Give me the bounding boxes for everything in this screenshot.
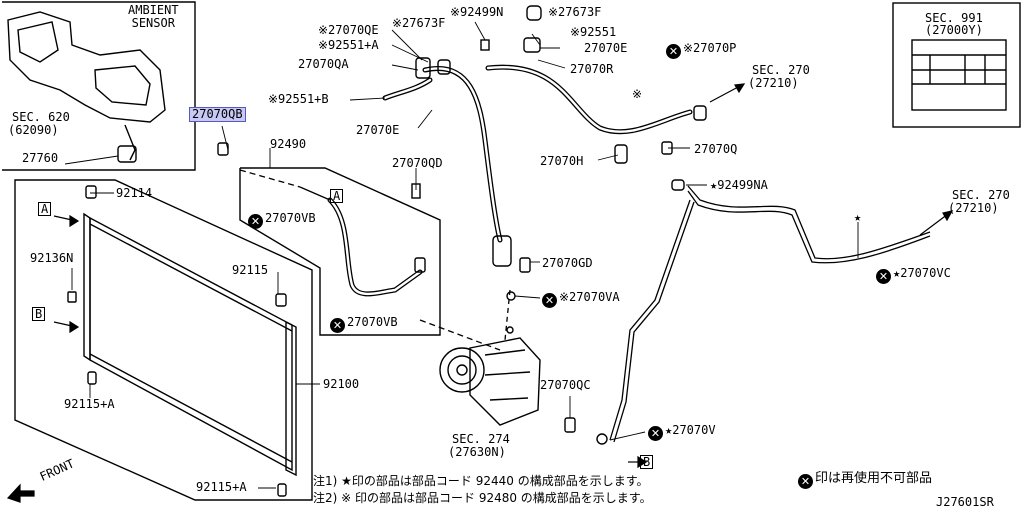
note-1: 注1) ★印の部品は部品コード 92440 の構成部品を示します。 <box>313 474 649 488</box>
part-27070QC[interactable]: 27070QC <box>540 378 591 392</box>
marker-b-bottom: B <box>640 455 654 469</box>
part-27070P[interactable]: ✕※27070P <box>666 42 736 59</box>
condenser-core <box>89 216 293 472</box>
sec-270-b-label[interactable]: SEC. 270 <box>952 188 1010 202</box>
bumper-bracket-drawing <box>7 11 166 123</box>
part-92551B[interactable]: ※92551+B <box>268 92 329 106</box>
non-reusable-icon: ✕ <box>876 269 891 284</box>
part-27070R[interactable]: 27070R <box>570 62 614 76</box>
part-27070VB-top[interactable]: ✕27070VB <box>248 212 316 229</box>
part-27070H[interactable]: 27070H <box>540 154 584 168</box>
part-27070GD[interactable]: 27070GD <box>542 256 593 270</box>
part-92115A-bottom[interactable]: 92115+A <box>196 480 247 494</box>
marker-a-left: A <box>38 202 52 216</box>
part-92100[interactable]: 92100 <box>323 377 360 391</box>
star-mark-1: ※ <box>632 87 643 101</box>
part-92136N[interactable]: 92136N <box>30 251 74 265</box>
non-reusable-icon: ✕ <box>542 293 557 308</box>
legend-non-reusable: ✕印は再使用不可部品 <box>798 472 932 489</box>
part-27673F-a[interactable]: ※27673F <box>392 16 446 30</box>
part-92115A-top[interactable]: 92115+A <box>64 397 115 411</box>
part-27070QD[interactable]: 27070QD <box>392 156 443 170</box>
part-92490[interactable]: 92490 <box>270 137 307 151</box>
note-2: 注2) ※ 印の部品は部品コード 92480 の構成部品を示します。 <box>313 491 652 505</box>
sec-991-code: (27000Y) <box>925 23 983 37</box>
suction-hose <box>422 66 503 243</box>
part-27070QB-highlighted[interactable]: 27070QB <box>189 107 246 122</box>
diagram-id: J27601SR <box>936 495 994 509</box>
sec-270-a-code: (27210) <box>748 76 799 90</box>
front-arrow <box>6 483 35 503</box>
non-reusable-icon: ✕ <box>648 426 663 441</box>
part-92551A[interactable]: ※92551+A <box>318 38 379 52</box>
part-27070V[interactable]: ✕★27070V <box>648 424 716 441</box>
non-reusable-icon: ✕ <box>248 214 263 229</box>
marker-b-left: B <box>32 307 46 321</box>
ambient-sensor-inset-frame <box>2 1 196 171</box>
sec-274-code: (27630N) <box>448 445 506 459</box>
part-27070QE[interactable]: ※27070QE <box>318 23 379 37</box>
sec-274-label[interactable]: SEC. 274 <box>452 432 510 446</box>
sec-270-b-code: (27210) <box>948 201 999 215</box>
part-27070E-a[interactable]: 27070E <box>584 41 628 55</box>
compressor-pulley <box>439 347 485 393</box>
condenser-frame <box>14 179 313 501</box>
ambient-sensor-label: AMBIENT SENSOR <box>128 3 179 30</box>
liquid-pipe-right <box>687 185 931 260</box>
part-92551[interactable]: ※92551 <box>570 25 617 39</box>
part-27070VC[interactable]: ✕★27070VC <box>876 267 951 284</box>
sec-620-code: (62090) <box>8 123 59 137</box>
part-27070E-b[interactable]: 27070E <box>356 123 400 137</box>
part-92499N[interactable]: ※92499N <box>450 5 504 19</box>
non-reusable-icon: ✕ <box>798 474 813 489</box>
part-92114[interactable]: 92114 <box>116 186 153 200</box>
compressor-body <box>469 337 541 426</box>
sec-620-label[interactable]: SEC. 620 <box>12 110 70 124</box>
liquid-pipe-down <box>609 199 691 441</box>
part-27673F-b[interactable]: ※27673F <box>548 5 602 19</box>
non-reusable-icon: ✕ <box>666 44 681 59</box>
marker-a-pipe: A <box>330 189 344 203</box>
liquid-tank <box>492 235 512 267</box>
non-reusable-icon: ✕ <box>330 318 345 333</box>
high-pressure-hose <box>327 197 423 297</box>
label-sticker-drawing <box>911 39 1007 111</box>
sec-991-label[interactable]: SEC. 991 <box>925 11 983 25</box>
part-92115[interactable]: 92115 <box>232 263 269 277</box>
part-27070Q[interactable]: 27070Q <box>694 142 738 156</box>
star-mark-2: ★ <box>854 210 862 224</box>
part-27070VA[interactable]: ✕※27070VA <box>542 291 620 308</box>
part-92499NA[interactable]: ★92499NA <box>710 178 768 192</box>
ambient-sensor-drawing <box>117 145 137 163</box>
part-27070VB-bottom[interactable]: ✕27070VB <box>330 316 398 333</box>
sec-270-a-label[interactable]: SEC. 270 <box>752 63 810 77</box>
part-27760[interactable]: 27760 <box>22 151 59 165</box>
part-27070QA[interactable]: 27070QA <box>298 57 349 71</box>
sec-991-frame <box>892 2 1021 128</box>
